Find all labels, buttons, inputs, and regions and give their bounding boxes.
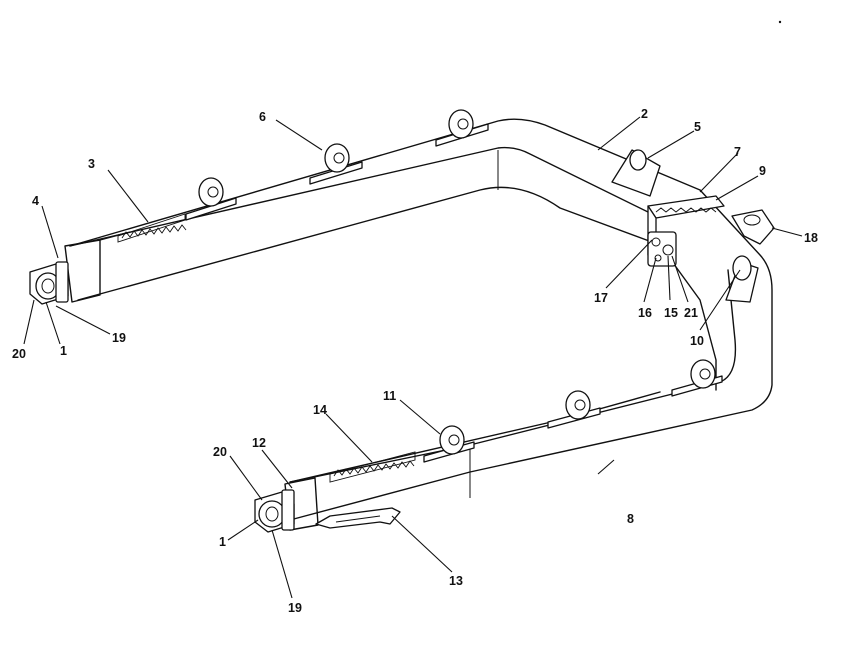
- label-10: 10: [690, 334, 704, 348]
- label-20-lower: 20: [213, 445, 227, 459]
- callout-labels: 1 1 2 3 4 5 6 7 8 9 10 11 12 13 14 15 16…: [12, 107, 818, 615]
- label-5: 5: [694, 120, 701, 134]
- label-18: 18: [804, 231, 818, 245]
- label-11: 11: [383, 389, 396, 403]
- label-9: 9: [759, 164, 766, 178]
- label-4: 4: [32, 194, 39, 208]
- label-2: 2: [641, 107, 648, 121]
- label-19-upper: 19: [112, 331, 126, 345]
- leader-lines: [23, 116, 803, 599]
- label-1-upper: 1: [60, 344, 67, 358]
- label-1-lower: 1: [219, 535, 226, 549]
- frame-body: [64, 118, 773, 531]
- rack-upper: [117, 213, 187, 243]
- label-8: 8: [627, 512, 634, 526]
- mount-bracket-lower-right: [671, 359, 723, 397]
- label-14: 14: [313, 403, 327, 417]
- end-coupler-upper: [29, 261, 69, 305]
- label-19-lower: 19: [288, 601, 302, 615]
- mount-bracket-3: [435, 109, 489, 147]
- handle-13: [315, 507, 401, 529]
- label-20-upper: 20: [12, 347, 26, 361]
- label-13: 13: [449, 574, 463, 588]
- mount-bracket-11: [423, 425, 475, 463]
- mount-bracket-6: [309, 143, 363, 185]
- label-16: 16: [638, 306, 652, 320]
- hinge-10: [725, 255, 759, 303]
- speck-mark: [778, 20, 782, 24]
- label-3: 3: [88, 157, 95, 171]
- label-6: 6: [259, 110, 266, 124]
- mount-bracket-lower-mid: [547, 390, 601, 429]
- clamp-5: [611, 149, 661, 197]
- label-15: 15: [664, 306, 678, 320]
- fitting-15-16-17-21: [647, 231, 677, 267]
- label-7: 7: [734, 145, 741, 159]
- label-12: 12: [252, 436, 266, 450]
- end-coupler-lower: [254, 489, 295, 533]
- label-17: 17: [594, 291, 608, 305]
- label-21: 21: [684, 306, 698, 320]
- mount-bracket-1: [185, 177, 237, 221]
- rack-lower: [329, 451, 416, 483]
- lug-18: [731, 209, 775, 245]
